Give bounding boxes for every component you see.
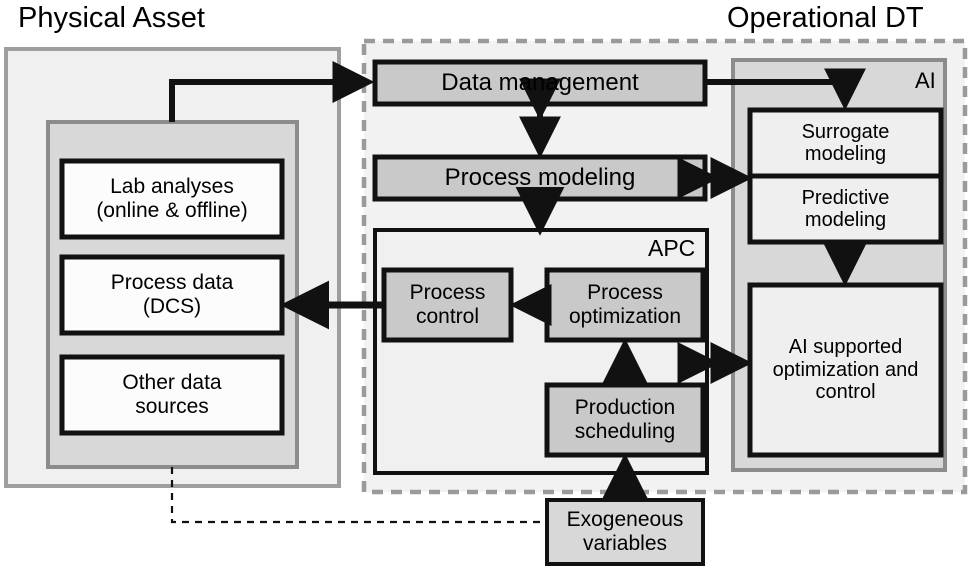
- process-optimization-box: [544, 267, 706, 343]
- production-scheduling-box: [544, 382, 706, 458]
- dashed-link-asset-to-exogenous: [170, 467, 547, 524]
- exogenous-variables-box: [545, 498, 705, 566]
- other-data-box: [59, 354, 285, 436]
- arrow-management-to-surrogate: [705, 68, 866, 111]
- data-management-box: [372, 59, 708, 107]
- group-label-ai: AI: [915, 68, 936, 93]
- surrogate-modeling-box: [747, 107, 944, 179]
- process-control-box: [381, 267, 514, 343]
- process-modeling-box: [372, 154, 708, 202]
- process-data-box: [59, 254, 285, 336]
- predictive-modeling-box: [747, 173, 944, 245]
- ai-supported-box: [747, 282, 944, 458]
- page-title-physical-asset: Physical Asset: [18, 2, 205, 34]
- lab-analyses-box: [59, 158, 285, 240]
- arrow-data-to-management: [169, 61, 375, 122]
- page-title-operational-dt: Operational DT: [727, 2, 924, 34]
- group-label-apc: APC: [648, 235, 696, 261]
